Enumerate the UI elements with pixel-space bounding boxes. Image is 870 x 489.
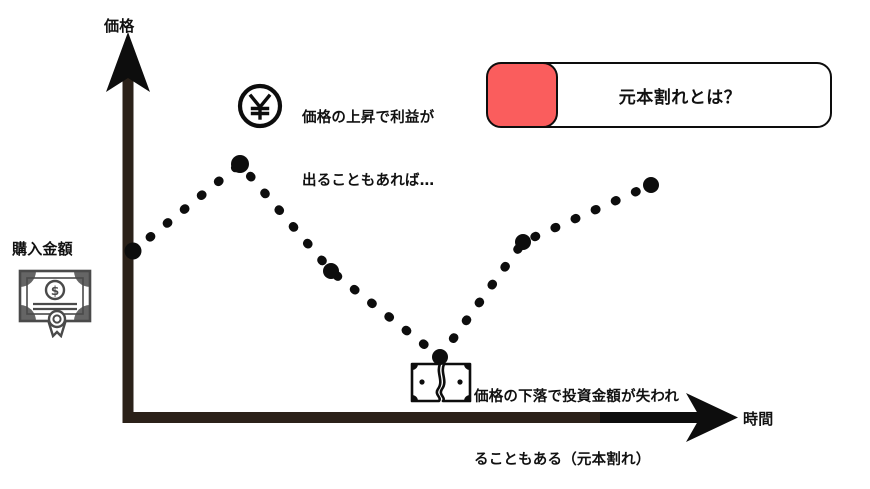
gain-annotation-line2: 出ることもあれば…	[302, 173, 435, 190]
loss-annotation-text: 価格の下落で投資金額が失われ ることもある（元本割れ）	[474, 345, 679, 489]
loss-annotation-line1: 価格の下落で投資金額が失われ	[474, 389, 680, 406]
data-point	[231, 155, 249, 173]
title-banner: 元本割れとは？	[486, 62, 834, 132]
y-axis-label: 価格	[104, 17, 135, 35]
data-point	[323, 263, 339, 279]
money-certificate-icon: $	[18, 269, 92, 338]
y-axis-arrowhead	[106, 32, 150, 92]
data-point	[643, 177, 659, 193]
loss-annotation-line2: ることもある（元本割れ）	[474, 452, 651, 469]
gain-annotation-line1: 価格の上昇で利益が	[302, 110, 435, 127]
yen-circle-icon	[237, 83, 283, 129]
gain-annotation-text: 価格の上昇で利益が 出ることもあれば…	[302, 66, 434, 234]
torn-banknote-icon	[410, 362, 472, 403]
x-axis-arrowhead	[686, 393, 738, 442]
data-point	[515, 234, 531, 250]
data-point	[124, 242, 142, 260]
y-axis-shaft	[122, 60, 134, 422]
x-axis-label: 時間	[743, 410, 774, 428]
svg-text:$: $	[51, 284, 59, 298]
title-banner-accent-swatch	[486, 62, 558, 128]
title-banner-box: 元本割れとは？	[510, 62, 832, 128]
purchase-amount-label: 購入金額	[12, 240, 73, 258]
title-banner-text: 元本割れとは？	[618, 87, 742, 108]
